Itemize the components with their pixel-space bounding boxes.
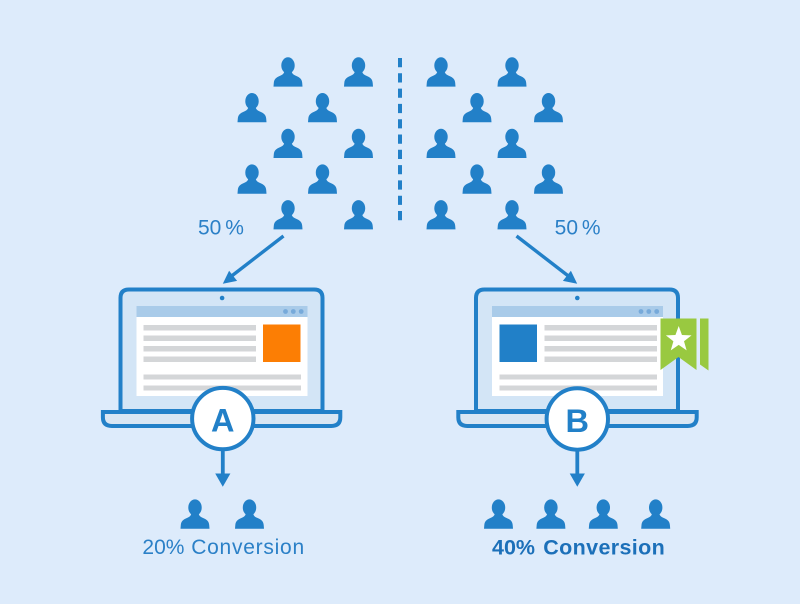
svg-text:20%: 20% bbox=[142, 536, 184, 559]
svg-text:B: B bbox=[566, 403, 589, 439]
svg-text:50: 50 bbox=[198, 217, 221, 240]
svg-text:40%: 40% bbox=[492, 536, 535, 560]
svg-text:Conversion: Conversion bbox=[191, 536, 305, 559]
svg-text:50: 50 bbox=[555, 217, 578, 240]
svg-text:%: % bbox=[225, 217, 244, 240]
svg-text:A: A bbox=[211, 403, 234, 439]
svg-text:%: % bbox=[582, 217, 601, 240]
svg-text:Conversion: Conversion bbox=[543, 536, 665, 560]
